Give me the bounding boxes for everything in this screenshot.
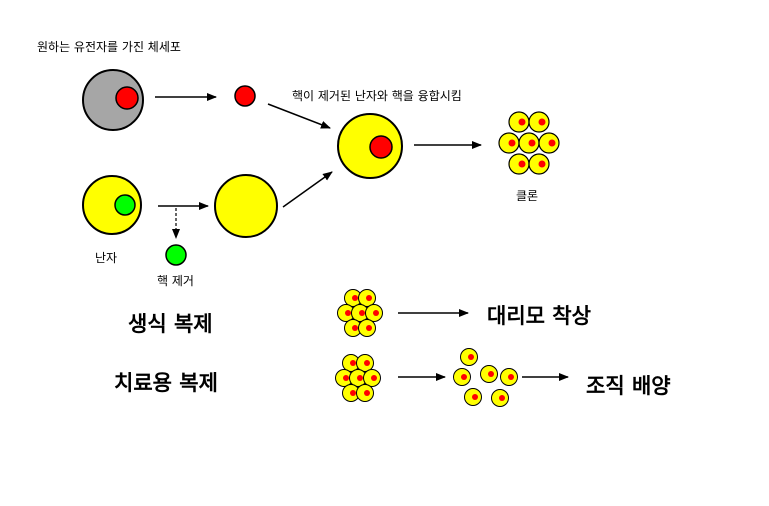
- egg-cell: [83, 176, 141, 234]
- fuse-label: 핵이 제거된 난자와 핵을 융합시킴: [292, 87, 462, 104]
- enucleated-egg: [215, 175, 277, 237]
- donor-somatic-cell: [83, 70, 143, 130]
- removed-nucleus: [166, 245, 186, 265]
- clone-embryo: [499, 112, 559, 174]
- tissue-culture-label: 조직 배양: [586, 370, 671, 400]
- fused-cell: [338, 114, 402, 178]
- reproductive-embryo: [338, 290, 383, 337]
- nucleus-removed-label: 핵 제거: [157, 272, 194, 289]
- reproductive-cloning-label: 생식 복제: [128, 308, 213, 338]
- extracted-nucleus: [235, 86, 255, 106]
- arrow-nucleus-to-fusion: [268, 104, 330, 128]
- therapeutic-cloning-label: 치료용 복제: [114, 367, 218, 397]
- separated-stem-cells: [454, 349, 518, 407]
- surrogate-label: 대리모 착상: [487, 300, 591, 330]
- donor-cell-label: 원하는 유전자를 가진 체세포: [37, 38, 181, 55]
- arrow-egg-to-fusion: [283, 172, 332, 207]
- clone-label: 클론: [516, 187, 538, 204]
- therapeutic-embryo: [336, 355, 381, 402]
- egg-label: 난자: [95, 249, 117, 266]
